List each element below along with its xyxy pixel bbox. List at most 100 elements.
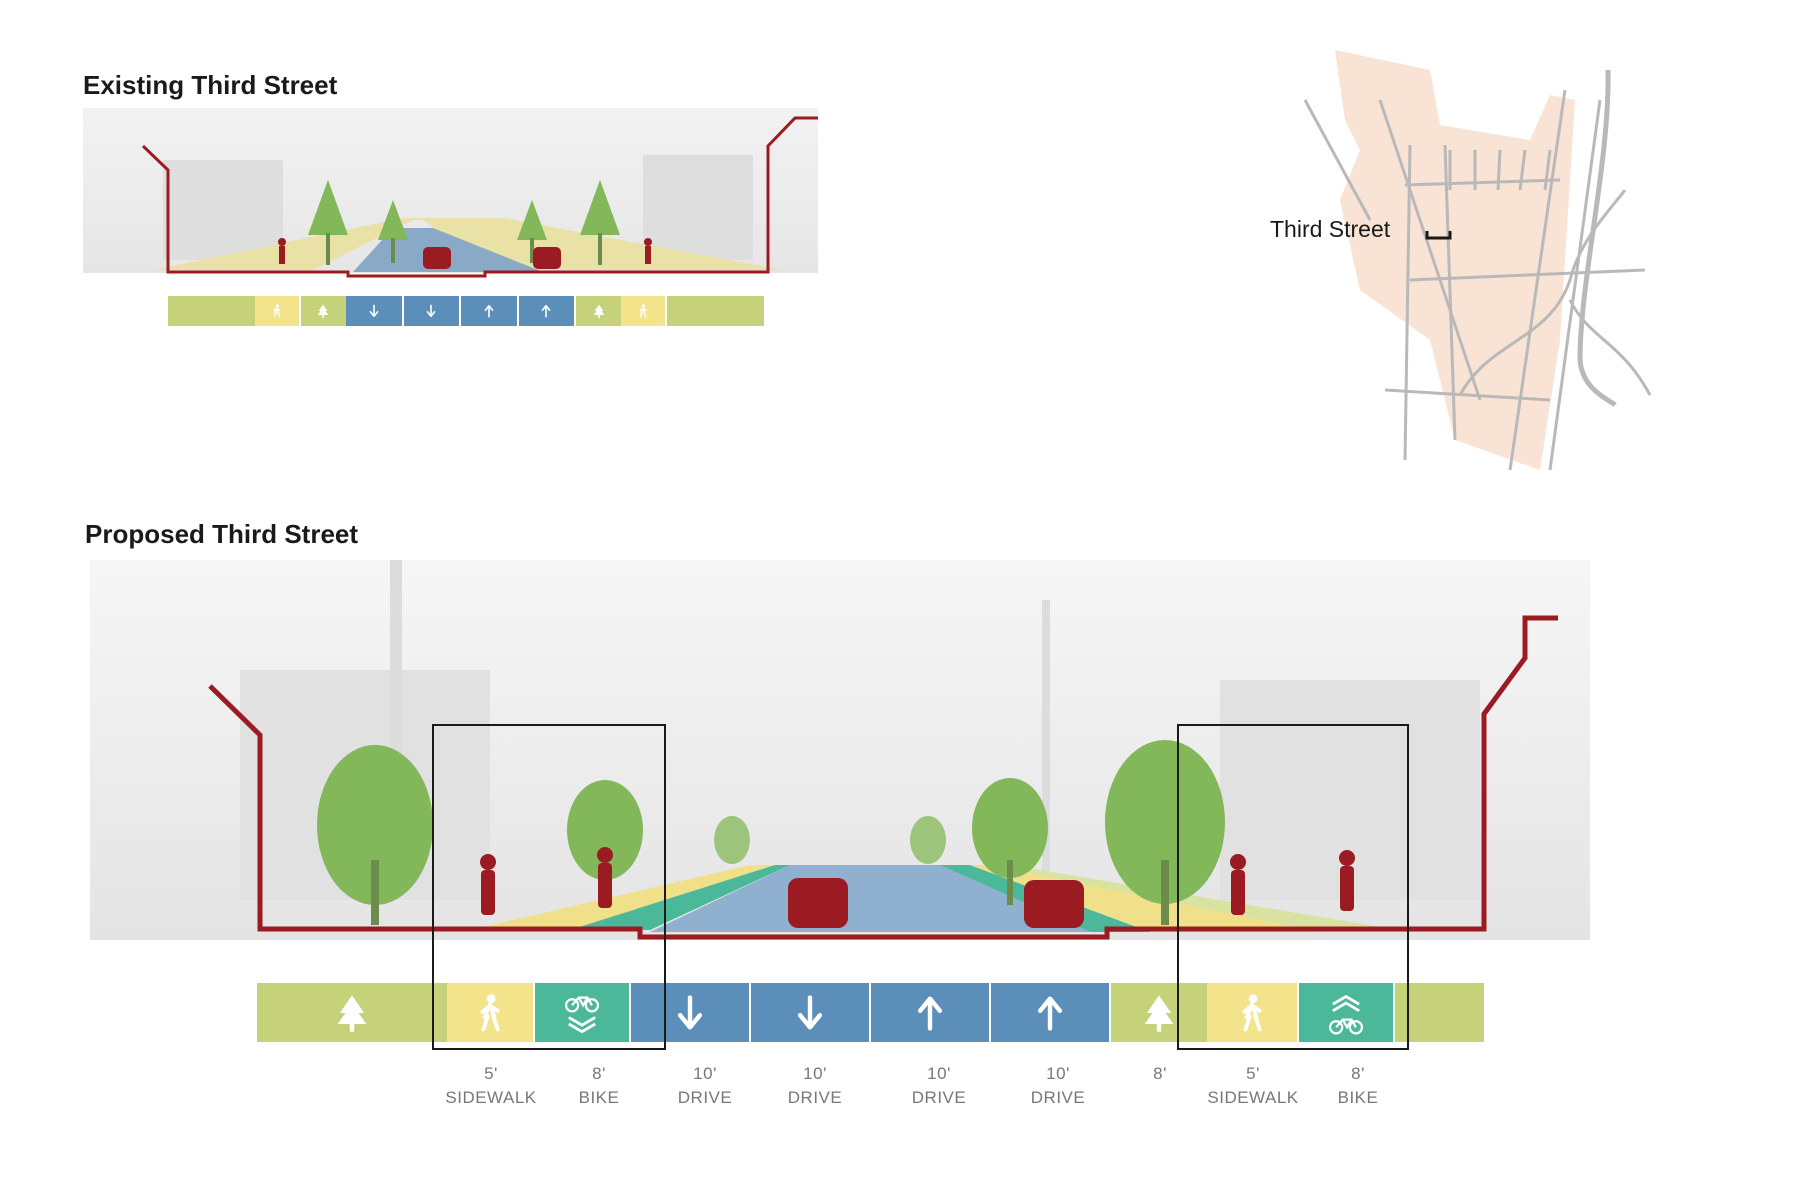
proposed-segment-grass — [257, 983, 447, 1042]
existing-segment-drive — [461, 296, 519, 326]
proposed-section-title: Proposed Third Street — [85, 519, 359, 549]
tree-right-2 — [580, 180, 620, 265]
map-location-marker — [1425, 231, 1452, 240]
arrow-up-icon — [908, 991, 952, 1035]
proposed-segment-sidewalk — [1207, 983, 1299, 1042]
tree-icon — [330, 991, 374, 1035]
car-right — [1024, 880, 1084, 928]
dimension-label: 8' BIKE — [1338, 1062, 1379, 1110]
pedestrian-left — [278, 238, 286, 264]
utility-pole-right — [1042, 600, 1050, 890]
cyclist-right — [1339, 850, 1355, 911]
pedestrian-right — [644, 238, 652, 264]
dimension-label: 10' DRIVE — [912, 1062, 966, 1110]
arrow-up-icon — [481, 303, 497, 319]
proposed-segment-grass — [1111, 983, 1207, 1042]
existing-section-title: Existing Third Street — [83, 70, 338, 100]
arrow-up-icon — [538, 303, 554, 319]
dimension-label: 5' SIDEWALK — [1207, 1062, 1298, 1110]
existing-segment-drive — [403, 296, 462, 326]
cyclist-left — [597, 847, 613, 908]
proposed-segment-drive — [751, 983, 871, 1042]
proposed-section-outline — [208, 615, 1558, 940]
map-road-network — [1303, 89, 1652, 471]
dimension-width: 5' — [484, 1064, 498, 1083]
dimension-label: 10'DRIVE — [1031, 1062, 1085, 1110]
existing-segment-drive — [346, 296, 404, 326]
tree-right-1 — [517, 200, 547, 263]
bicycle-chevron-down-icon — [560, 991, 604, 1035]
left-sidewalk-perspective — [470, 865, 780, 930]
pedestrian-right — [1230, 854, 1246, 915]
proposed-segment-drive — [991, 983, 1111, 1042]
dimension-width: 8' — [1351, 1064, 1365, 1083]
roadway — [650, 865, 1090, 932]
dimension-width: 10' — [927, 1064, 951, 1083]
dimension-use: DRIVE — [1030, 1088, 1086, 1107]
existing-street-section-illustration — [83, 108, 818, 278]
existing-segment-sidewalk — [621, 296, 668, 326]
map-street-label: Third Street — [1270, 216, 1391, 242]
proposed-segment-bike — [1299, 983, 1395, 1042]
existing-segment-drive — [518, 296, 576, 326]
dimension-use: SIDEWALK — [445, 1088, 537, 1107]
highlight-frame-left-sidewalk-bike — [432, 724, 666, 1050]
dimension-width: 10' — [693, 1064, 717, 1083]
tree-large-right — [1105, 740, 1225, 925]
proposed-street-section-illustration — [90, 560, 1590, 940]
tree-far-right — [910, 816, 946, 864]
bicycle-chevron-up-icon — [1324, 991, 1368, 1035]
arrow-down-icon — [788, 991, 832, 1035]
dimension-label: 10' DRIVE — [788, 1062, 842, 1110]
left-bike-lane-perspective — [570, 865, 790, 930]
dimension-width: 8' — [1153, 1064, 1167, 1083]
dimension-width: 10' — [803, 1064, 827, 1083]
house-left — [163, 160, 283, 260]
tree-icon — [315, 303, 331, 319]
proposed-segment-sidewalk — [447, 983, 535, 1042]
car-left — [423, 247, 451, 269]
proposed-segment-bike — [535, 983, 631, 1042]
dimension-use: SIDEWALK — [1207, 1088, 1299, 1107]
map-highway — [1577, 69, 1617, 407]
proposed-segment-drive — [631, 983, 751, 1042]
dimension-label: 8' — [1153, 1062, 1167, 1086]
car-left — [788, 878, 848, 928]
existing-segment-grass — [575, 296, 622, 326]
car-right — [533, 247, 561, 269]
existing-segment-grass — [168, 296, 256, 326]
existing-segment-grass — [300, 296, 347, 326]
tree-left-1 — [308, 180, 348, 265]
dimension-use: DRIVE — [787, 1088, 843, 1107]
dimension-use: BIKE — [578, 1088, 620, 1107]
tree-icon — [591, 303, 607, 319]
arrow-down-icon — [668, 991, 712, 1035]
pedestrian-icon — [635, 303, 651, 319]
existing-segment-sidewalk — [255, 296, 301, 326]
existing-segment-grass — [667, 296, 765, 326]
pedestrian-icon — [468, 991, 512, 1035]
proposed-segment-grass — [1395, 983, 1484, 1042]
dimension-use: BIKE — [1337, 1088, 1379, 1107]
tree-large-left — [317, 745, 433, 925]
dimension-use: DRIVE — [677, 1088, 733, 1107]
dimension-label: 5' SIDEWALK — [445, 1062, 536, 1110]
house-right — [643, 155, 753, 260]
right-planting-strip — [990, 865, 1410, 932]
arrow-up-icon — [1028, 991, 1072, 1035]
dimension-use: DRIVE — [911, 1088, 967, 1107]
dimension-width: 5' — [1246, 1064, 1260, 1083]
tree-icon — [1137, 991, 1181, 1035]
dimension-width: 8' — [592, 1064, 606, 1083]
map-district-area — [1335, 50, 1575, 470]
pedestrian-icon — [269, 303, 285, 319]
dimension-label: 8' BIKE — [579, 1062, 620, 1110]
arrow-down-icon — [423, 303, 439, 319]
tree-mid-right — [972, 778, 1048, 905]
tree-left-2 — [378, 200, 408, 263]
arrow-down-icon — [366, 303, 382, 319]
existing-section-outline — [141, 116, 818, 278]
pedestrian-icon — [1230, 991, 1274, 1035]
existing-lane-strip — [168, 296, 765, 326]
proposed-lane-strip — [257, 983, 1484, 1042]
